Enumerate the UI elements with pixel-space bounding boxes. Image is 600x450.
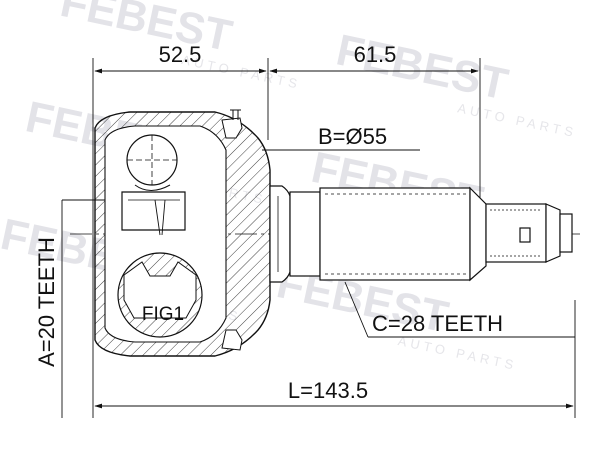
watermark-brand: FEBEST bbox=[332, 25, 512, 109]
dimension-total-length: L=143.5 bbox=[288, 378, 368, 403]
watermark-tagline: AUTO PARTS bbox=[456, 100, 578, 140]
dimension-right-length: 61.5 bbox=[354, 42, 397, 67]
threaded-end bbox=[485, 203, 573, 263]
dimension-outer-diameter: B=Ø55 bbox=[318, 124, 387, 149]
shaft-neck bbox=[269, 185, 291, 283]
dimension-left-length: 52.5 bbox=[159, 42, 202, 67]
spline-teeth-leader bbox=[344, 281, 575, 338]
dimension-inner-teeth: A=20 TEETH bbox=[34, 237, 59, 367]
extension-lines bbox=[92, 58, 576, 418]
fig1-detail: FIG1 bbox=[117, 252, 203, 338]
inner-race bbox=[121, 134, 186, 236]
splined-shaft bbox=[289, 186, 487, 282]
figure-label: FIG1 bbox=[142, 304, 184, 325]
dimension-spline-teeth: C=28 TEETH bbox=[372, 311, 503, 336]
watermark-tagline: AUTO PARTS bbox=[397, 333, 519, 373]
watermark-brand: FEBEST bbox=[56, 0, 236, 61]
